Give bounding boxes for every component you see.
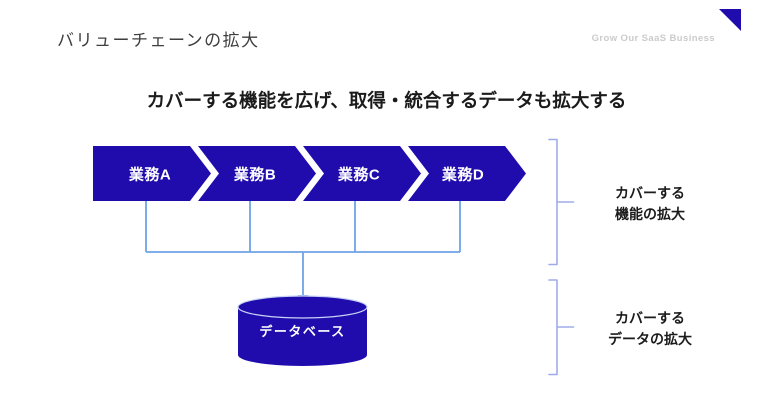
data-annotation: カバーする データの拡大 <box>570 308 730 350</box>
watermark-text: Grow Our SaaS Business <box>591 33 715 44</box>
chevron-label-b: 業務B <box>233 166 276 184</box>
chevron-label-d: 業務D <box>441 166 484 184</box>
corner-accent-triangle-icon <box>719 9 741 31</box>
functions-bracket <box>548 138 575 266</box>
data-annotation-line1: カバーする <box>615 310 685 326</box>
chevron-label-a: 業務A <box>128 166 171 184</box>
page-title: バリューチェーンの拡大 <box>57 31 260 51</box>
functions-annotation: カバーする 機能の拡大 <box>570 183 730 225</box>
process-chevron-d <box>408 146 526 201</box>
data-annotation-line2: データの拡大 <box>608 331 692 347</box>
process-chevron-b <box>198 146 316 201</box>
data-bracket <box>548 279 575 376</box>
database-cylinder-body <box>238 307 367 366</box>
database-cylinder-top <box>237 295 368 319</box>
database-label: データベース <box>259 324 345 339</box>
functions-annotation-line1: カバーする <box>615 185 685 201</box>
process-chevron-c <box>303 146 421 201</box>
chevron-label-c: 業務C <box>337 166 380 184</box>
connector-lines <box>145 201 461 296</box>
slide-heading: カバーする機能を広げ、取得・統合するデータも拡大する <box>146 90 627 111</box>
functions-annotation-line2: 機能の拡大 <box>615 206 685 222</box>
process-chevron-a <box>93 146 211 201</box>
